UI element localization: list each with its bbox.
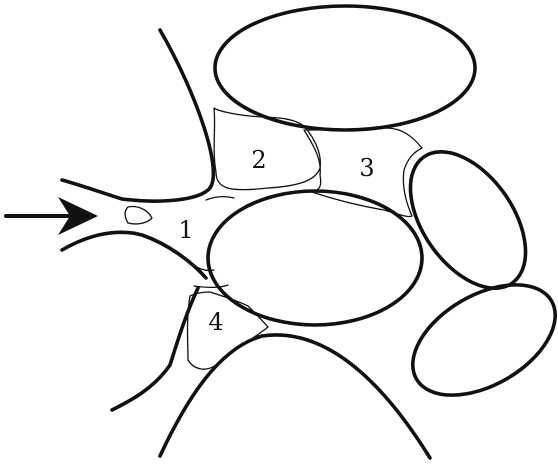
label-region-1: 1 — [178, 216, 193, 244]
label-region-3: 3 — [359, 154, 374, 182]
meniscus-pore-1-left — [124, 205, 153, 225]
meniscus-pore-4-top — [193, 284, 229, 289]
meniscus-pore-2 — [213, 107, 322, 191]
right-arrow-icon — [4, 197, 98, 235]
grain-top — [213, 4, 477, 132]
meniscus-pore-1-right — [205, 196, 235, 201]
label-region-4: 4 — [208, 308, 223, 336]
meniscus-pore-1-bottom — [189, 261, 215, 272]
grain-boundary-left-bottom — [110, 286, 200, 412]
grain-right-lower — [411, 283, 557, 397]
label-region-2: 2 — [251, 146, 266, 174]
meniscus-pore-4 — [186, 291, 269, 370]
grain-right-upper — [408, 150, 528, 290]
meniscus-pore-3 — [303, 127, 423, 218]
grain-boundary-upper-left — [60, 28, 216, 203]
grain-boundary-bottom — [158, 333, 432, 460]
